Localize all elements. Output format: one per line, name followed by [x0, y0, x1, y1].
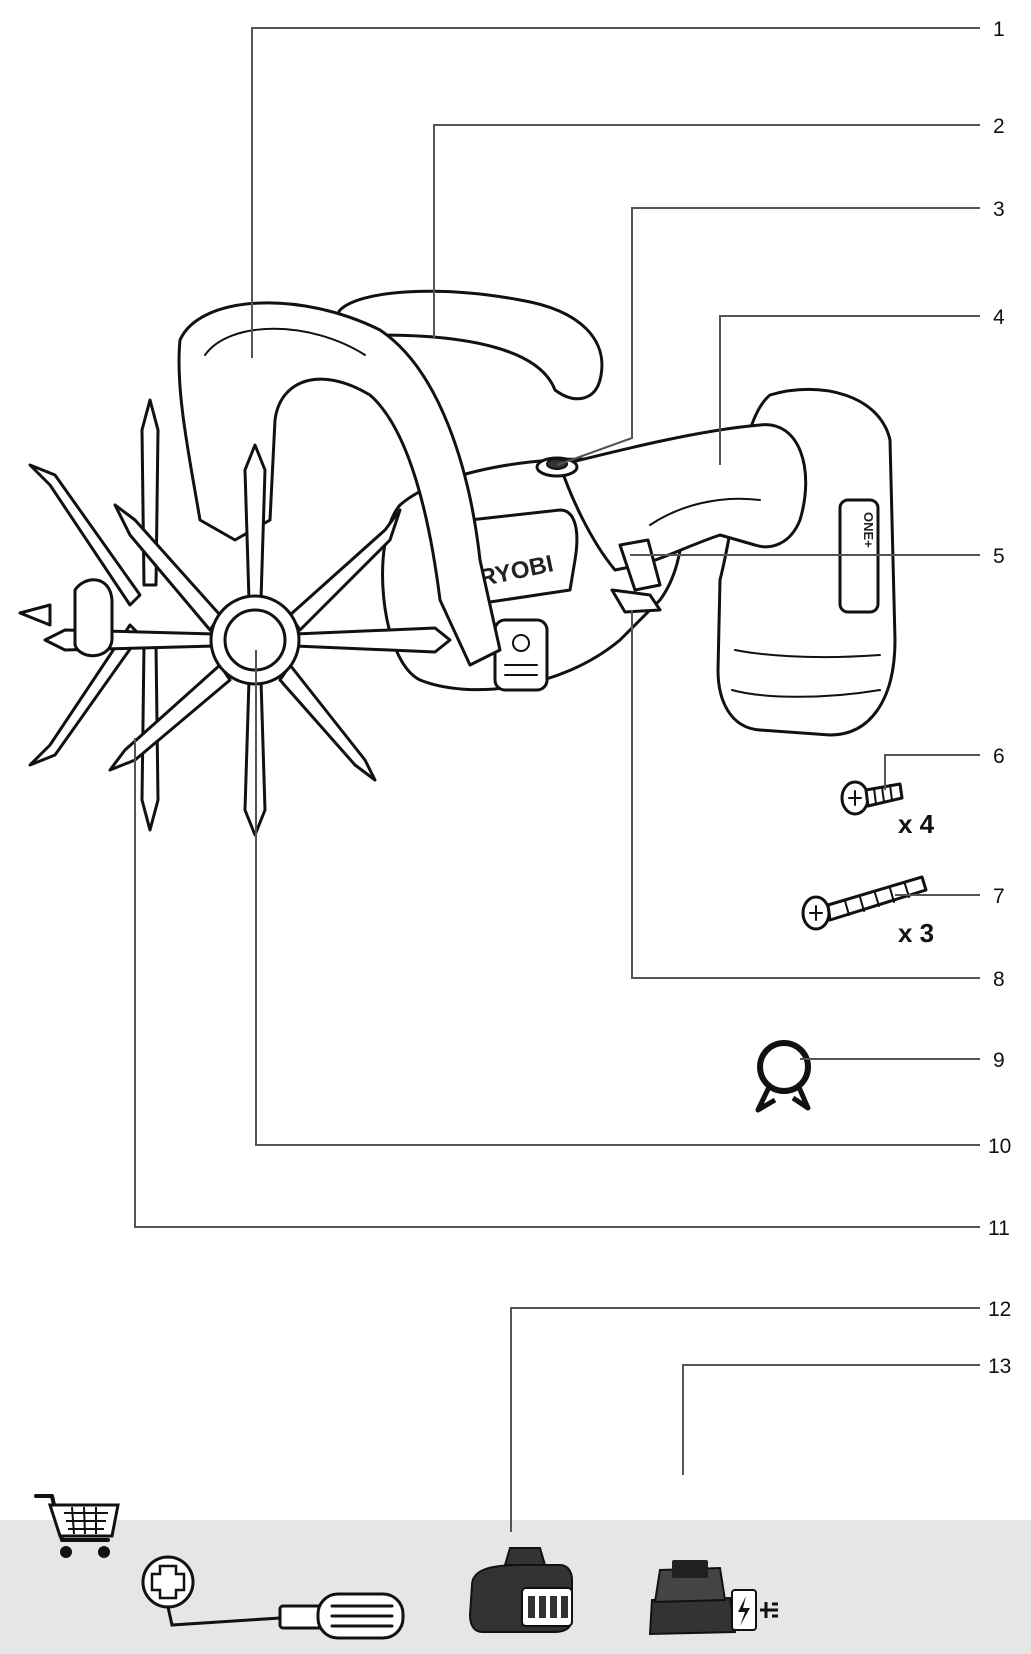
retaining-clip: [758, 1043, 808, 1110]
qty-long-screw: x 3: [898, 918, 934, 948]
callout-6: 6: [993, 745, 1005, 768]
callout-10: 10: [988, 1135, 1011, 1158]
cultivator-tool: ONE+ RYOBI: [20, 291, 895, 835]
callout-5: 5: [993, 545, 1005, 568]
callout-1: 1: [993, 18, 1005, 41]
callout-7: 7: [993, 885, 1005, 908]
switch-label: ONE+: [861, 512, 876, 548]
callout-4: 4: [993, 306, 1005, 329]
callout-9: 9: [993, 1049, 1005, 1072]
callout-12: 12: [988, 1298, 1011, 1321]
callout-2: 2: [993, 115, 1005, 138]
callout-numbers: 1 2 3 4 5 6 7 8 9 10 11 12 13: [988, 18, 1011, 1378]
callout-13: 13: [988, 1355, 1011, 1378]
callout-11: 11: [988, 1217, 1010, 1240]
callout-3: 3: [993, 198, 1005, 221]
qty-short-screw: x 4: [898, 809, 935, 839]
screw-short: [842, 782, 902, 814]
callout-8: 8: [993, 968, 1005, 991]
